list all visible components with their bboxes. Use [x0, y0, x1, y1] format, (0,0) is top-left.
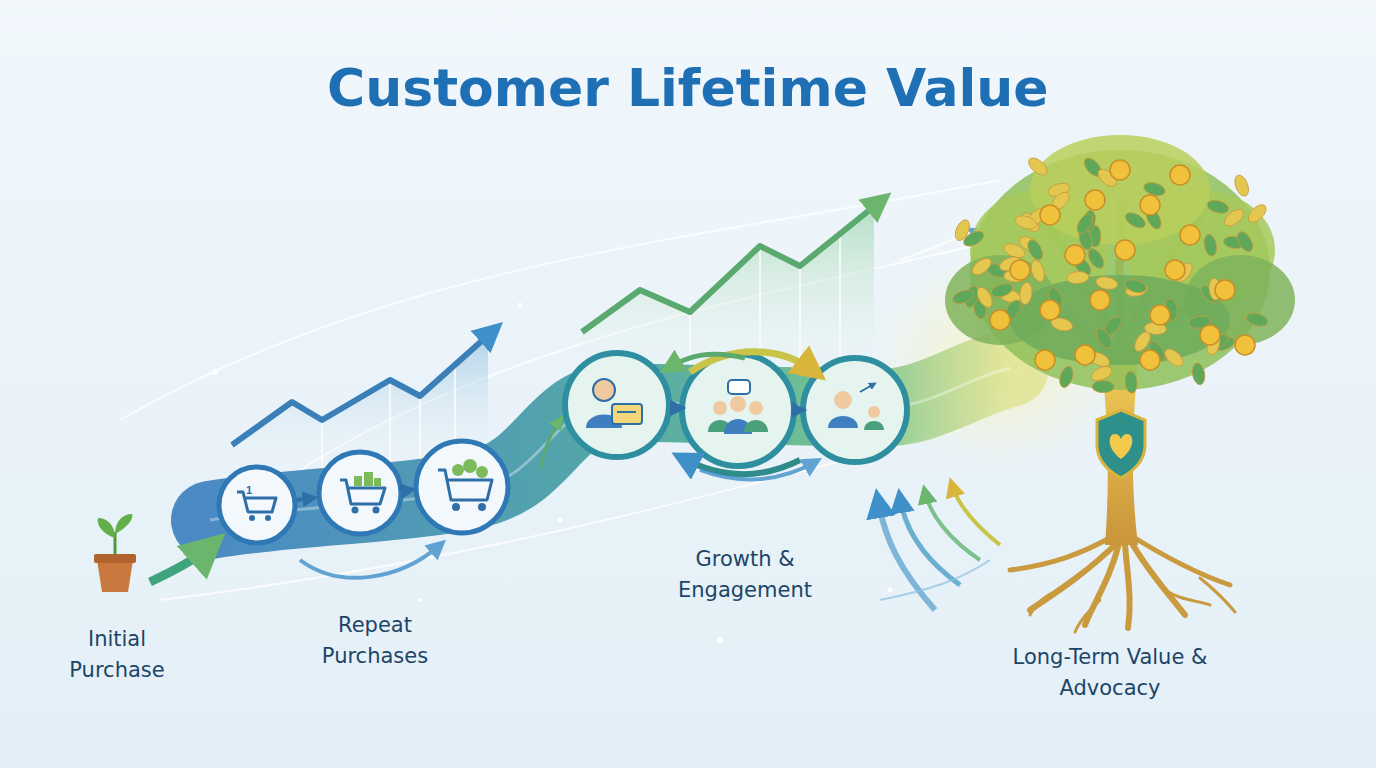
golden-apple — [990, 310, 1010, 330]
tree-leaf — [1202, 233, 1218, 257]
tree-leaf — [1095, 275, 1119, 291]
tree-leaf — [1206, 198, 1230, 215]
golden-apple — [1165, 260, 1185, 280]
tree-leaf — [1029, 259, 1047, 284]
golden-apple — [1040, 300, 1060, 320]
tree-leaf — [1191, 362, 1207, 386]
tree-leaf — [990, 281, 1015, 299]
golden-apple — [1010, 260, 1030, 280]
tree-leaf — [1245, 311, 1269, 328]
stage-label: Long-Term Value & Advocacy — [985, 642, 1235, 704]
golden-apple — [1075, 345, 1095, 365]
stage-label: Growth & Engagement — [645, 544, 845, 606]
tree-leaf — [1234, 229, 1255, 254]
diagram-title: Customer Lifetime Value — [327, 58, 1049, 118]
tree-leaf — [1162, 346, 1186, 370]
tree-leaf — [1014, 214, 1038, 232]
golden-apple — [1140, 195, 1160, 215]
golden-apple — [1235, 335, 1255, 355]
tree-leaf — [1066, 271, 1089, 285]
tree-leaf — [1245, 202, 1269, 226]
golden-apple — [1085, 190, 1105, 210]
tree-canopy — [1030, 135, 1210, 245]
cart-number: 1 — [241, 484, 257, 496]
tree-leaf — [951, 287, 976, 306]
tree-leaf — [1026, 155, 1050, 178]
tree-leaf — [1092, 380, 1114, 392]
tree-leaf — [969, 255, 994, 278]
golden-apple — [1115, 240, 1135, 260]
golden-apple — [1140, 350, 1160, 370]
tree-leaf — [1025, 237, 1046, 262]
tree-leaf — [1222, 206, 1247, 229]
tree-leaf — [1074, 211, 1096, 236]
stage-label: Initial Purchase — [37, 624, 197, 686]
golden-apple — [1200, 325, 1220, 345]
golden-apple — [1035, 350, 1055, 370]
tree-leaf — [1093, 326, 1115, 351]
tree-leaf — [1057, 365, 1075, 390]
golden-apple — [1065, 245, 1085, 265]
golden-apple — [1110, 160, 1130, 180]
golden-apple — [1090, 290, 1110, 310]
golden-apple — [1180, 225, 1200, 245]
tree-leaf — [952, 218, 972, 243]
stage-label: Repeat Purchases — [290, 610, 460, 672]
tree-leaf — [1019, 282, 1034, 305]
golden-apple — [1215, 280, 1235, 300]
golden-apple — [1150, 305, 1170, 325]
tree-leaf — [1123, 277, 1147, 294]
golden-apple — [1040, 205, 1060, 225]
tree-leaf — [1124, 371, 1138, 394]
tree-leaf — [1232, 173, 1251, 198]
golden-apple — [1170, 165, 1190, 185]
tree-leaf — [974, 285, 995, 310]
